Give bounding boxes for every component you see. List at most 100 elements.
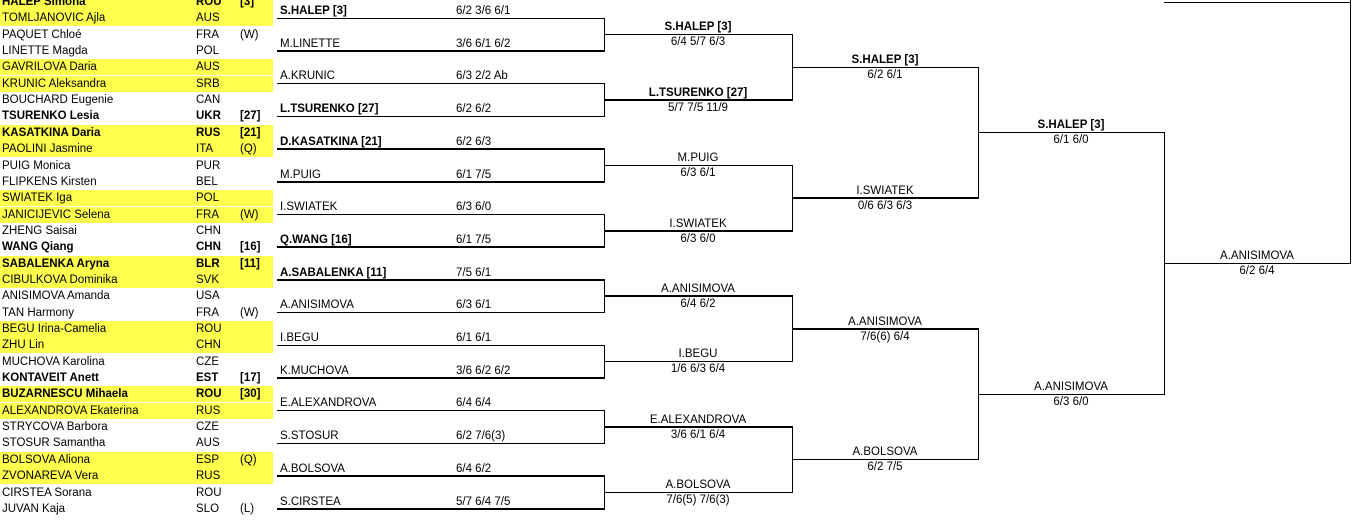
player-country: UKR [196, 110, 221, 123]
player-seed [240, 76, 276, 92]
round2-winner: S.HALEP [3] [664, 21, 732, 34]
round1-line [277, 311, 605, 314]
player-seed: [16] [240, 241, 261, 254]
round2-winner: A.ANISIMOVA [661, 282, 735, 295]
player-name: GAVRILOVA Daria [2, 61, 97, 74]
player-name: STOSUR Samantha [2, 437, 106, 450]
round1-line [277, 50, 605, 52]
player-seed: [27] [240, 110, 261, 123]
player-seed [240, 435, 276, 451]
round2-winner: L.TSURENKO [27] [648, 86, 748, 99]
player-seed: [17] [240, 372, 261, 385]
round1-line [277, 246, 605, 248]
round1-line [277, 442, 605, 445]
player-country: POL [196, 192, 220, 205]
player-seed: (Q) [240, 143, 257, 156]
round1-line [277, 508, 605, 510]
round2-score: 5/7 7/5 11/9 [668, 101, 728, 114]
player-name: KONTAVEIT Anett [2, 372, 99, 385]
player-country: PUR [196, 159, 221, 172]
round2-winner: I.SWIATEK [669, 217, 727, 230]
round1-line [277, 148, 605, 150]
round3-winner: S.HALEP [3] [851, 54, 919, 67]
round4-winner: A.ANISIMOVA [1034, 381, 1108, 394]
player-seed [240, 92, 276, 108]
player-seed [240, 272, 276, 288]
round1-winner: S.HALEP [3] [280, 5, 347, 17]
round4-line [978, 393, 1165, 396]
player-country: CHN [196, 241, 221, 254]
round2-line [604, 426, 793, 428]
player-row-highlight [0, 124, 273, 141]
round3-winner: I.SWIATEK [856, 184, 914, 197]
round1-winner: A.SABALENKA [11] [280, 266, 387, 279]
player-row-highlight [0, 0, 273, 10]
player-country: FRA [196, 28, 219, 41]
player-row-highlight [0, 271, 273, 288]
round4-score: 6/1 6/0 [1053, 134, 1089, 147]
round1-line [277, 409, 605, 412]
round1-score: 6/2 3/6 6/1 [456, 5, 511, 17]
player-name: ALEXANDROVA Ekaterina [2, 404, 139, 417]
player-name: ANISIMOVA Amanda [2, 290, 110, 303]
player-name: WANG Qiang [2, 241, 74, 254]
round4-score: 6/3 6/0 [1053, 396, 1089, 409]
round1-winner: A.BOLSOVA [280, 462, 345, 475]
round2-line [604, 230, 793, 232]
player-name: SABALENKA Aryna [2, 257, 110, 270]
player-name: ZHENG Saisai [2, 224, 77, 237]
round1-score: 6/1 7/5 [456, 233, 492, 246]
player-row-highlight [0, 321, 273, 337]
round1-score: 6/1 7/5 [456, 168, 492, 181]
player-seed [240, 354, 276, 370]
player-name: BOLSOVA Aliona [2, 453, 91, 466]
player-seed [240, 158, 276, 174]
player-country: RUS [196, 404, 221, 417]
round5-line [1164, 262, 1351, 265]
round2-score: 6/3 6/1 [680, 167, 716, 180]
round2-winner: E.ALEXANDROVA [649, 413, 747, 426]
round3-line [792, 458, 979, 461]
player-row-highlight [0, 10, 273, 27]
player-name: ZVONAREVA Vera [2, 470, 99, 483]
player-seed [240, 288, 276, 304]
round6-connector [1349, 0, 1351, 264]
round3-score: 7/6(6) 6/4 [860, 330, 910, 343]
round2-line [604, 295, 793, 297]
player-seed [240, 59, 276, 75]
round4-line [978, 131, 1165, 134]
round3-line [792, 197, 979, 199]
round1-score: 5/7 6/4 7/5 [456, 495, 511, 508]
player-name: MUCHOVA Karolina [2, 355, 105, 368]
round1-score: 6/1 6/1 [456, 332, 492, 344]
round2-winner: M.PUIG [677, 152, 719, 165]
player-country: ROU [196, 388, 222, 401]
player-row-highlight [0, 75, 273, 92]
round1-winner: I.BEGU [280, 332, 319, 344]
player-seed: (Q) [240, 453, 257, 466]
player-row-highlight [0, 59, 273, 76]
round1-winner: S.CIRSTEA [280, 495, 341, 508]
round1-winner: A.ANISIMOVA [280, 299, 354, 312]
player-country: ROU [196, 486, 222, 499]
player-name: LINETTE Magda [2, 45, 88, 58]
player-seed: (L) [240, 502, 255, 515]
round2-line [604, 33, 793, 36]
round3-winner: A.ANISIMOVA [848, 315, 922, 328]
player-country: RUS [196, 470, 221, 483]
round2-score: 6/4 6/2 [680, 297, 716, 310]
round1-score: 6/3 2/2 Ab [456, 70, 508, 83]
player-name: HALEP Simona [2, 0, 86, 8]
player-country: AUS [196, 437, 220, 450]
round1-line [277, 115, 605, 118]
player-name: CIBULKOVA Dominika [2, 273, 118, 286]
round1-score: 6/4 6/2 [456, 462, 492, 475]
player-row-highlight [0, 206, 273, 223]
player-seed: (W) [240, 208, 259, 221]
round2-winner: I.BEGU [678, 348, 718, 361]
player-row-highlight [0, 386, 273, 403]
player-seed [240, 223, 276, 239]
player-country: RUS [196, 126, 221, 139]
player-row-highlight [0, 337, 273, 354]
round3-score: 6/2 6/1 [867, 69, 903, 82]
